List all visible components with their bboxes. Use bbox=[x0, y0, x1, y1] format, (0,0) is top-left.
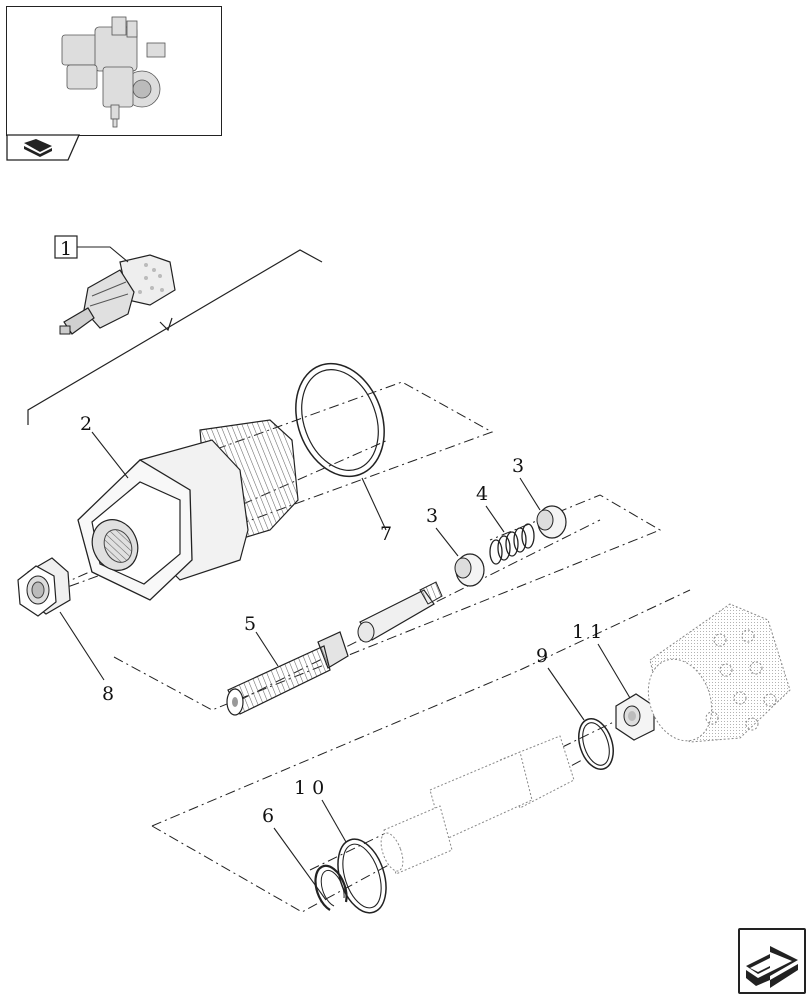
valve-seat-a[interactable] bbox=[536, 505, 567, 539]
assembly-thumbnail[interactable] bbox=[6, 6, 222, 136]
navigate-button[interactable] bbox=[738, 928, 806, 994]
o-ring-small[interactable] bbox=[573, 714, 620, 773]
phantom-sleeve bbox=[647, 603, 791, 743]
arrow-navigation-icon bbox=[746, 946, 798, 988]
callout-2: 2 bbox=[80, 413, 92, 435]
lock-nut[interactable] bbox=[615, 693, 655, 741]
callout-10: 1 0 bbox=[294, 777, 324, 799]
valve-seat-b[interactable] bbox=[454, 553, 485, 587]
cap-nut[interactable] bbox=[17, 557, 71, 617]
callout-3a: 3 bbox=[512, 455, 524, 477]
callout-11: 1 1 bbox=[572, 621, 602, 643]
spring[interactable] bbox=[489, 523, 535, 565]
callout-1: 1 bbox=[60, 238, 72, 260]
callout-8: 8 bbox=[102, 683, 114, 705]
callout-5: 5 bbox=[244, 613, 256, 635]
o-ring-large[interactable] bbox=[281, 351, 400, 489]
relief-valve-complete[interactable] bbox=[59, 254, 176, 335]
callout-4: 4 bbox=[476, 483, 488, 505]
back-tab[interactable] bbox=[6, 134, 86, 164]
callout-3b: 3 bbox=[426, 505, 438, 527]
pump-assembly-icon bbox=[61, 16, 166, 128]
book-pages-icon bbox=[24, 139, 52, 157]
callout-7: 7 bbox=[380, 523, 392, 545]
valve-body[interactable] bbox=[77, 419, 299, 601]
callout-9: 9 bbox=[536, 645, 548, 667]
retaining-ring[interactable] bbox=[314, 864, 348, 911]
callout-6: 6 bbox=[262, 805, 274, 827]
phantom-spool bbox=[380, 735, 575, 875]
inset-break-line bbox=[27, 249, 323, 425]
adjusting-screw[interactable] bbox=[226, 581, 443, 716]
